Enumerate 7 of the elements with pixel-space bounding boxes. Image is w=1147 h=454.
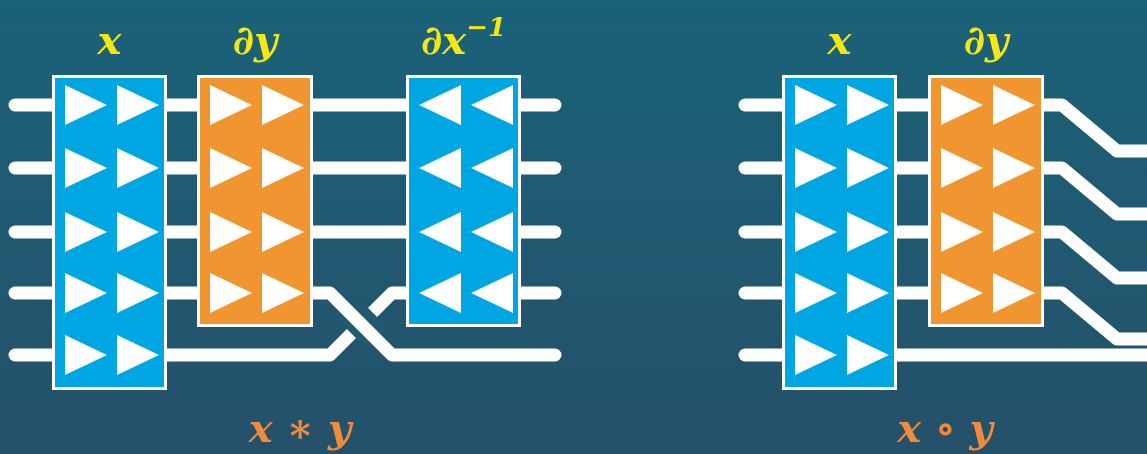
block-label: ∂y bbox=[962, 17, 1012, 63]
formula-label: x ∘ y bbox=[897, 405, 993, 451]
block-label: ∂x$^{−1}$ bbox=[419, 17, 508, 63]
block-label: x bbox=[96, 17, 123, 63]
block-label: ∂y bbox=[231, 17, 281, 63]
formula-label: x ∗ y bbox=[248, 405, 352, 451]
block-label: x bbox=[826, 17, 853, 63]
